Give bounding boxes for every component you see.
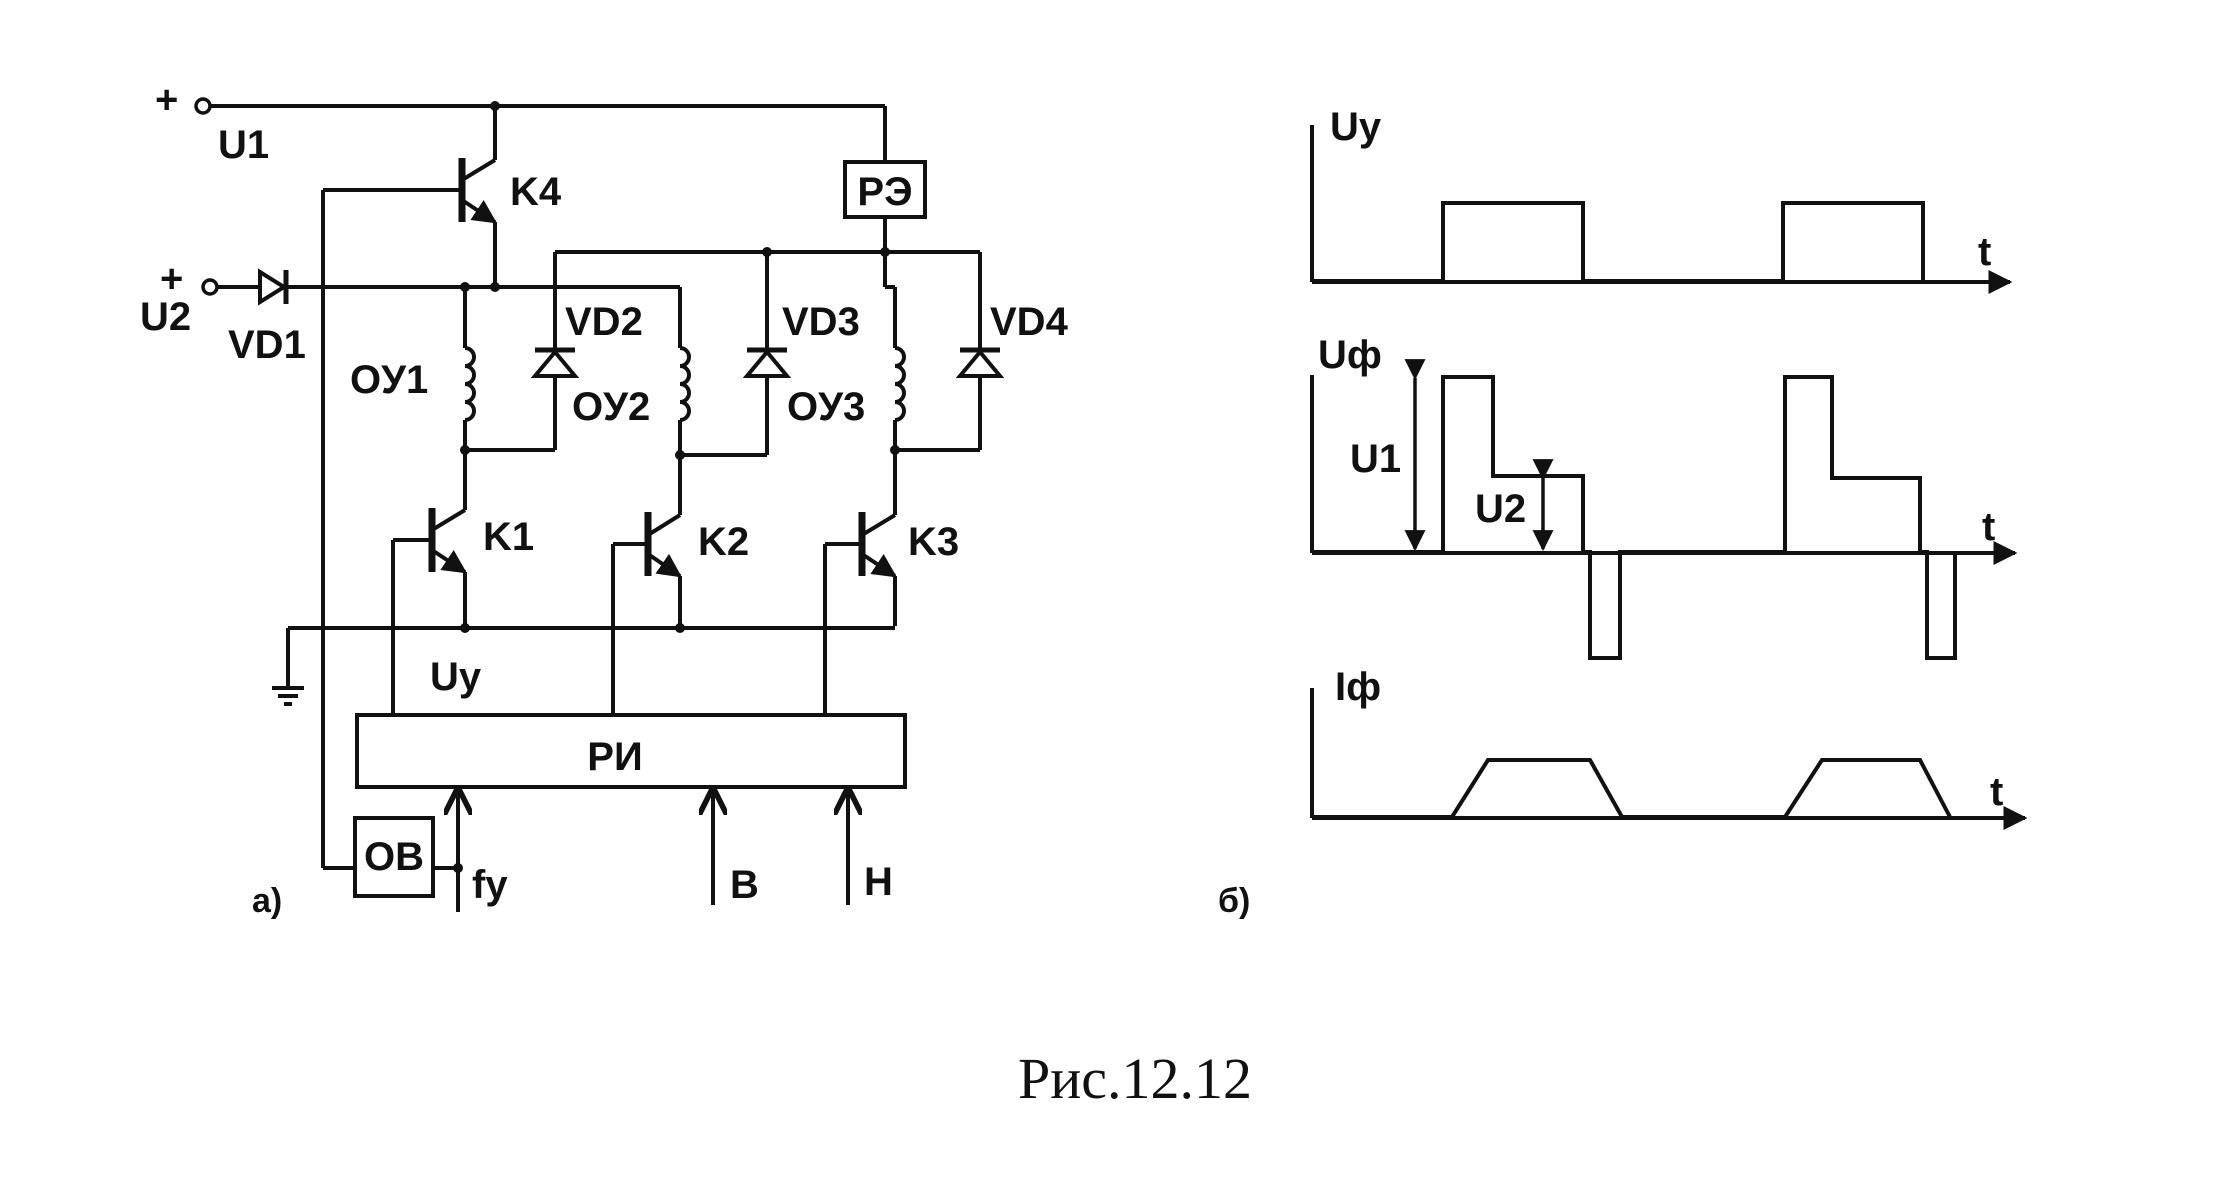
- diode-vd3: VD3: [742, 252, 860, 455]
- ov-block: OB: [353, 816, 435, 898]
- transistor-k4: K4: [323, 106, 562, 287]
- waveform-uf-label: Uф: [1318, 333, 1382, 377]
- u1-level-label: U1: [1350, 437, 1401, 481]
- supply-u2-terminal: + U2: [140, 257, 219, 339]
- diode-vd2: VD2: [530, 252, 643, 450]
- input-fy-label: fy: [472, 863, 508, 907]
- diode-vd1-label: VD1: [228, 323, 306, 367]
- panel-b-label: б): [1218, 882, 1250, 920]
- winding-oy2: OУ2: [572, 287, 691, 515]
- supply-u1-sign: +: [155, 78, 178, 122]
- u2-level-label: U2: [1475, 487, 1526, 531]
- diode-vd1: VD1: [228, 268, 306, 367]
- supply-u1-terminal: + U1: [155, 78, 269, 167]
- waveform-if-time-label: t: [1990, 770, 2003, 814]
- winding-oy1: OУ1: [350, 287, 476, 510]
- input-h-label: H: [864, 860, 893, 904]
- ri-block: РИ: [355, 713, 907, 789]
- waveform-if-label: Iф: [1335, 665, 1381, 709]
- diode-vd4: VD4: [955, 252, 1069, 450]
- transistor-k4-label: K4: [510, 170, 562, 214]
- winding-oy3: OУ3: [787, 287, 906, 515]
- winding-oy3-label: OУ3: [787, 385, 865, 429]
- ri-label: РИ: [587, 735, 642, 779]
- waveform-uf: Uф t U1 U2: [1310, 333, 2018, 660]
- panel-a-label: а): [252, 882, 282, 920]
- input-fy: fy: [458, 790, 508, 912]
- transistor-k3: K3: [823, 512, 959, 715]
- circuit-diagram: + U1 РЭ K4 + U2: [140, 78, 1069, 920]
- figure-caption: Рис.12.12: [1018, 1046, 1252, 1111]
- control-signal-label: Uy: [430, 655, 482, 699]
- input-b-label: B: [730, 863, 759, 907]
- waveform-uy-label: Uy: [1330, 105, 1382, 149]
- ground-symbol: [272, 628, 304, 706]
- waveform-panel: Uy t Uф t U1 U2 Iф t б): [1218, 105, 2028, 920]
- input-h: H: [848, 790, 893, 905]
- waveform-if: Iф t: [1310, 665, 2028, 830]
- re-label: РЭ: [857, 170, 912, 214]
- input-b: B: [713, 790, 759, 907]
- diode-vd4-label: VD4: [990, 300, 1069, 344]
- winding-oy2-label: OУ2: [572, 385, 650, 429]
- re-block: РЭ: [843, 160, 927, 219]
- diode-vd2-label: VD2: [565, 300, 643, 344]
- supply-u2-sign: +: [160, 257, 183, 301]
- transistor-k2: K2: [611, 512, 749, 715]
- waveform-uf-time-label: t: [1982, 505, 1995, 549]
- waveform-uy: Uy t: [1310, 105, 2013, 294]
- ov-label: OB: [364, 835, 424, 879]
- winding-oy1-label: OУ1: [350, 358, 428, 402]
- transistor-k3-label: K3: [908, 520, 959, 564]
- diode-vd3-label: VD3: [782, 300, 860, 344]
- waveform-uy-time-label: t: [1978, 230, 1991, 274]
- transistor-k1-label: K1: [483, 515, 534, 559]
- supply-u1-label: U1: [218, 123, 269, 167]
- supply-u2-label: U2: [140, 295, 191, 339]
- transistor-k2-label: K2: [698, 520, 749, 564]
